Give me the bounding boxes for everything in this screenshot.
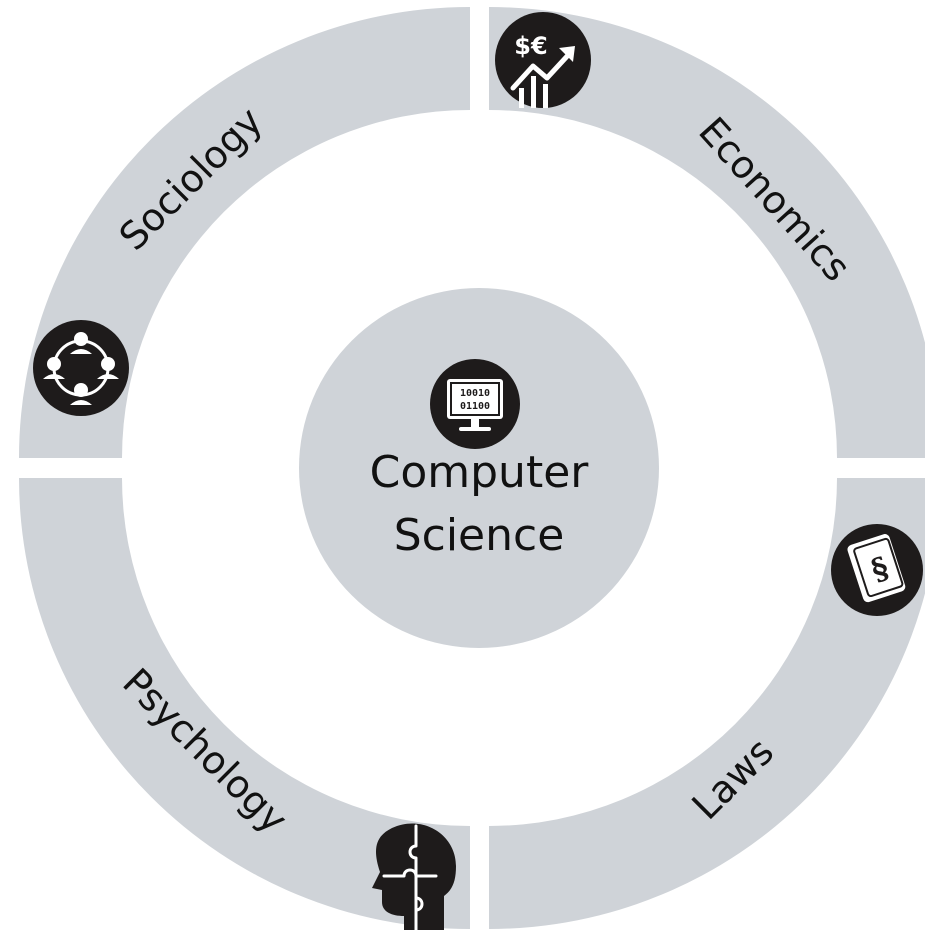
segment-economics — [489, 7, 925, 458]
money-growth-icon: $€ — [495, 12, 591, 108]
center-label-line1: Computer — [370, 447, 590, 498]
computer-binary-icon: 10010 01100 — [430, 359, 520, 449]
ring — [19, 7, 925, 929]
brain-puzzle-icon — [372, 823, 456, 930]
law-book-icon: § — [831, 524, 923, 616]
center-label-line2: Science — [394, 510, 565, 561]
binary-line-2: 01100 — [460, 401, 490, 412]
binary-line-1: 10010 — [460, 388, 490, 399]
segment-laws — [489, 478, 925, 929]
center-disc — [299, 288, 659, 648]
segment-sociology — [19, 7, 470, 458]
currency-symbols: $€ — [514, 32, 547, 60]
segment-psychology — [19, 478, 470, 929]
people-network-icon — [33, 320, 129, 416]
